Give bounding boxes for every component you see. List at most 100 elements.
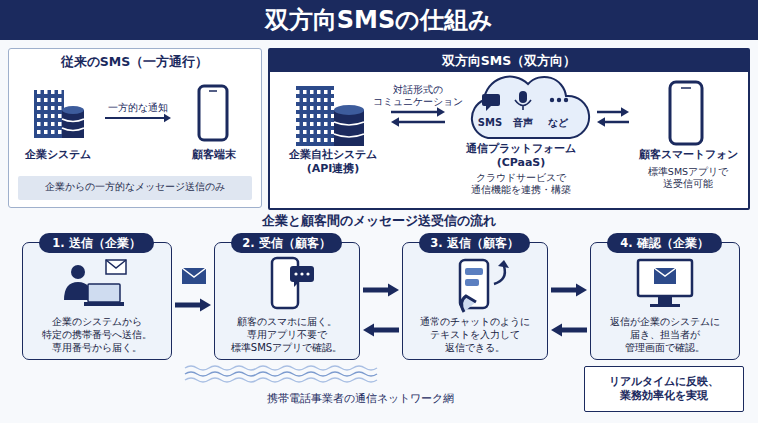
reply-icon-part xyxy=(494,266,505,284)
node-text: 通常のチャットのように テキストを入力して 返信できる。 xyxy=(407,315,542,355)
phone-chat-icon-part xyxy=(294,282,299,287)
phone-chat-icon-part xyxy=(290,266,314,282)
building-icon-part xyxy=(296,86,334,146)
monitor-icon-part xyxy=(638,260,692,296)
wave-line xyxy=(185,372,377,376)
node-text: 音声 xyxy=(508,116,538,129)
arrowhead xyxy=(437,107,445,117)
building-icon xyxy=(34,90,84,138)
node-text: 2. 受信（顧客） xyxy=(231,233,342,253)
cloud-icon-part xyxy=(472,77,589,138)
monitor-icon xyxy=(638,260,692,307)
connector-line xyxy=(372,328,399,333)
connector-line xyxy=(391,111,439,114)
connector xyxy=(391,107,445,127)
building-icon-part xyxy=(334,122,364,137)
monitor-icon-part xyxy=(654,268,676,284)
reply-icon-part xyxy=(465,279,479,286)
monitor-icon-part xyxy=(654,268,676,276)
phone-icon-part xyxy=(681,87,691,89)
building-icon xyxy=(296,86,364,146)
node-text: 双方向SMS（双方向） xyxy=(270,50,748,72)
node-text: SMS xyxy=(475,116,505,129)
arrowhead xyxy=(597,117,605,127)
cloud-icon xyxy=(472,77,589,138)
phone-chat-icon-part xyxy=(294,272,297,275)
envelope-icon xyxy=(182,268,206,284)
arrowhead xyxy=(388,283,399,296)
node-text: 企業からの一方的なメッセージ送信のみ xyxy=(18,181,252,193)
note-band: 企業からの一方的なメッセージ送信のみ xyxy=(18,176,252,200)
node-text: 標準SMSアプリで 送受信可能 xyxy=(632,166,744,191)
title: 双方向SMSの仕組み xyxy=(0,0,758,40)
phone-chat-icon xyxy=(272,258,314,308)
step-box: 2. 受信（顧客）顧客のスマホに届く。 専用アプリ不要で 標準SMSアプリで確認… xyxy=(214,242,360,360)
monitor-icon-part xyxy=(658,296,672,304)
envelope-icon-part xyxy=(182,268,206,277)
system-node: 企業自社システム (API連携) xyxy=(278,78,388,200)
connector-line xyxy=(551,288,578,293)
connector-line xyxy=(175,303,202,308)
node-text: 顧客端末 xyxy=(174,148,254,162)
wave-line xyxy=(185,366,377,370)
phone-icon-part xyxy=(670,82,702,144)
node-text: 企業システム xyxy=(14,148,102,162)
node-text: 通信プラットフォーム (CPaaS) xyxy=(448,142,594,171)
node-text: など xyxy=(543,116,573,129)
phone-icon xyxy=(670,82,702,144)
phone-icon-part xyxy=(199,86,227,140)
step-box: 4. 確認（企業）返信が企業のシステムに 届き、担当者が 管理画面で確認。 xyxy=(590,242,740,360)
connector-line xyxy=(397,121,445,124)
panel: 従来のSMS（一方通行）企業システム顧客端末企業からの一方的なメッセージ送信のみ xyxy=(8,48,262,208)
text-label: 携帯電話事業者の通信ネットワーク網 xyxy=(267,392,454,406)
arrowhead xyxy=(363,323,374,336)
phone-icon xyxy=(199,86,227,140)
building-icon-part xyxy=(334,105,364,115)
cloud-icon-part xyxy=(519,91,527,103)
operator-icon-part xyxy=(106,260,126,274)
system-node: 企業システム xyxy=(14,82,102,168)
reply-icon-part xyxy=(460,260,488,308)
device-node: 顧客スマートフォン標準SMSアプリで 送受信可能 xyxy=(632,78,744,200)
device-node: 顧客端末 xyxy=(174,82,254,168)
connector-line xyxy=(560,328,587,333)
building-icon-part xyxy=(62,110,84,138)
building-icon-part xyxy=(296,86,334,142)
connector-line xyxy=(597,111,623,114)
text-label: 企業と顧客間のメッセージ送受信の流れ xyxy=(262,212,496,230)
node-text: 4. 確認（企業） xyxy=(607,233,722,253)
reply-icon xyxy=(460,260,509,312)
arrowhead xyxy=(164,114,171,122)
arrowhead xyxy=(391,117,399,127)
phone-chat-icon-part xyxy=(300,272,303,275)
node-text: 1. 送信（企業） xyxy=(39,233,154,253)
connector xyxy=(105,114,171,122)
envelope-icon-part xyxy=(182,268,206,284)
node-text: リアルタイムに反映、 業務効率化を実現 xyxy=(585,375,742,404)
operator-icon xyxy=(64,260,126,306)
edge-label: 対話形式の コミュニケーション xyxy=(372,84,464,108)
arrowhead xyxy=(621,107,629,117)
reply-icon-part xyxy=(465,268,483,275)
building-icon-part xyxy=(334,110,364,146)
operator-icon-part xyxy=(84,302,124,306)
node-text: 3. 返信（顧客） xyxy=(419,233,530,253)
operator-icon-part xyxy=(88,284,120,302)
connector-line xyxy=(363,288,390,293)
arrowhead xyxy=(200,298,211,311)
panel: 双方向SMS（双方向） 企業自社システム (API連携) SMS音声など通信プラット… xyxy=(268,48,750,210)
node-text: 返信が企業のシステムに 届き、担当者が 管理画面で確認。 xyxy=(595,315,734,355)
monitor-icon-part xyxy=(650,304,680,307)
node-text: 企業自社システム (API連携) xyxy=(278,148,388,177)
cloud-icon-part xyxy=(486,106,491,111)
result-box: リアルタイムに反映、 業務効率化を実現 xyxy=(584,366,744,412)
phone-chat-icon-part xyxy=(306,272,309,275)
operator-icon-part xyxy=(64,282,92,300)
step-box: 3. 返信（顧客）通常のチャットのように テキストを入力して 返信できる。 xyxy=(402,242,548,360)
connector xyxy=(175,298,211,311)
node-text: 顧客のスマホに届く。 専用アプリ不要で 標準SMSアプリで確認。 xyxy=(219,315,354,355)
connector-line xyxy=(603,121,629,124)
cloud-icon-part xyxy=(515,100,531,110)
